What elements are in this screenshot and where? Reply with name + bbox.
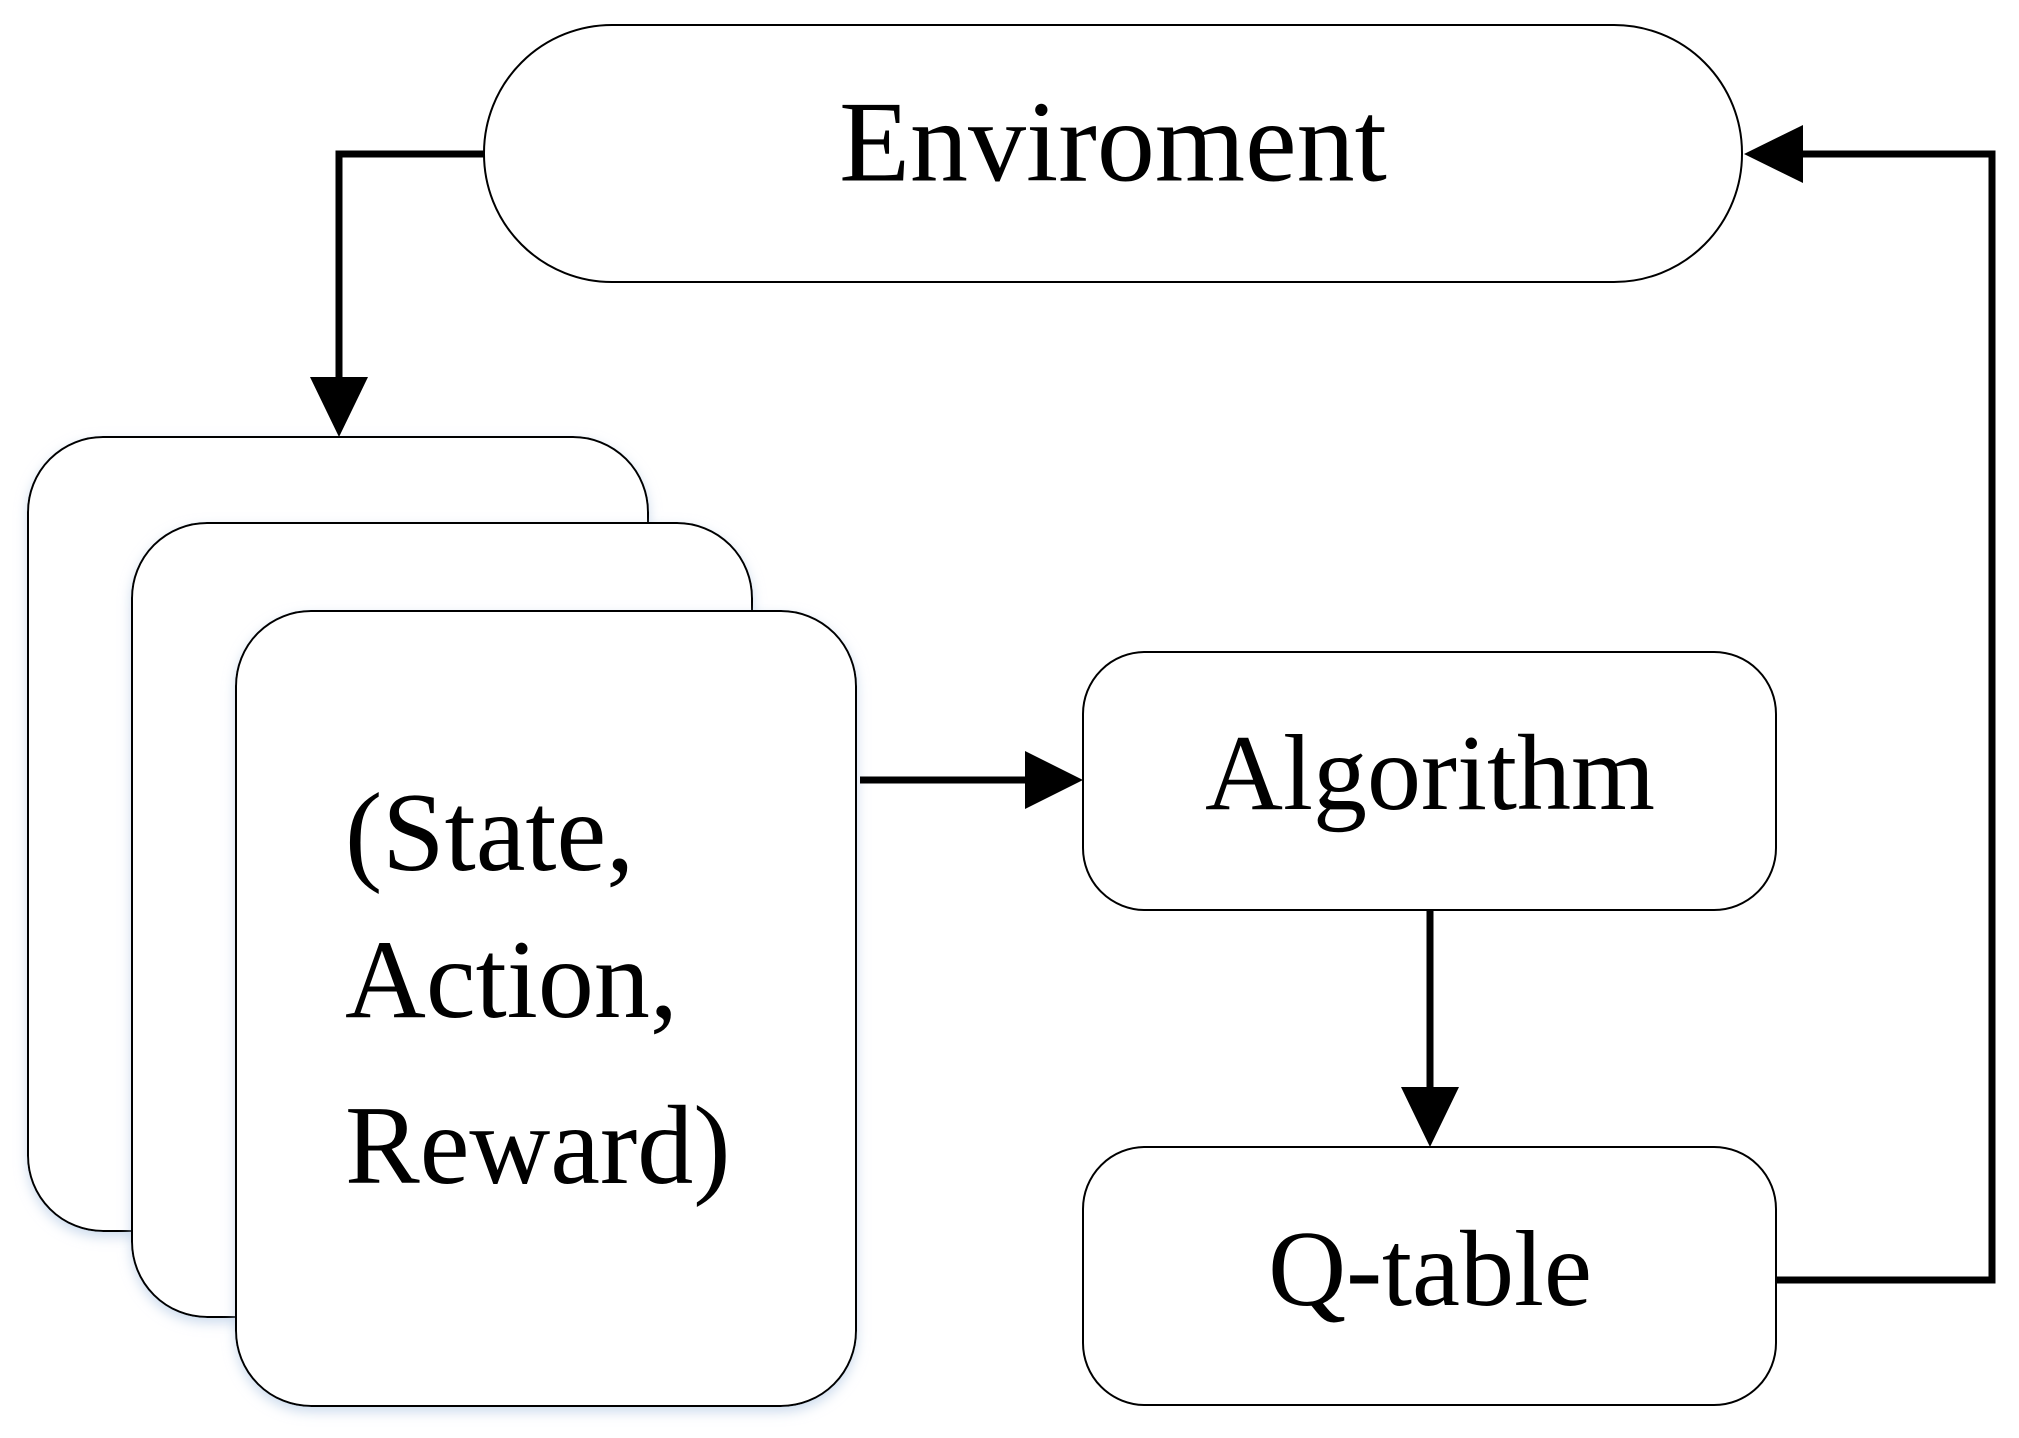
environment-node: Enviroment <box>483 24 1743 283</box>
arrowhead-down-icon <box>1401 1087 1459 1147</box>
arrowhead-right-icon <box>1025 751 1083 809</box>
experience-label-state: (State, <box>345 771 634 895</box>
algorithm-label: Algorithm <box>1205 714 1655 833</box>
environment-label: Enviroment <box>839 79 1387 207</box>
edge-qtable-to-environment <box>1744 125 1996 1284</box>
qtable-node: Q-table <box>1082 1146 1777 1406</box>
experience-label-action: Action, <box>345 918 678 1042</box>
experience-label-reward: Reward) <box>345 1084 731 1208</box>
algorithm-node: Algorithm <box>1082 651 1777 911</box>
arrowhead-left-icon <box>1744 125 1803 183</box>
qtable-label: Q-table <box>1268 1210 1592 1329</box>
experience-stack: (State, Action, Reward) <box>27 436 857 1407</box>
edge-algorithm-to-qtable <box>1401 910 1459 1147</box>
edge-experience-to-algorithm <box>860 751 1083 809</box>
experience-card-front <box>235 610 857 1407</box>
edge-environment-to-experience <box>310 150 484 437</box>
arrowhead-down-icon <box>310 377 368 437</box>
